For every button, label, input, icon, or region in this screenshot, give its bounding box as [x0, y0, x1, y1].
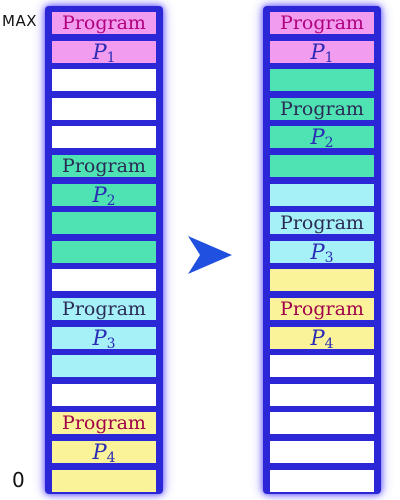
left-memory-block-9 — [52, 240, 156, 263]
left-program-label-2: Program — [62, 155, 146, 177]
left-process-letter-3: P — [92, 325, 107, 350]
right-process-letter-3: P — [310, 239, 325, 264]
max-address-label: MAX — [2, 12, 37, 30]
right-process-number-2: 2 — [324, 135, 334, 152]
left-process-number-3: 3 — [106, 335, 116, 352]
left-process-letter-1: P — [92, 39, 107, 64]
left-process-label-1: P1 — [45, 39, 163, 66]
right-memory-block-7 — [270, 183, 374, 206]
left-memory-block-11 — [52, 298, 156, 320]
right-process-label-4: P4 — [263, 325, 381, 352]
left-memory-block-17 — [52, 469, 156, 492]
right-memory-block-6 — [270, 155, 374, 177]
right-arrow-icon — [188, 236, 232, 274]
left-program-label-3: Program — [62, 298, 146, 320]
right-process-letter-4: P — [310, 325, 325, 350]
left-process-letter-4: P — [92, 440, 107, 464]
right-process-number-3: 3 — [324, 249, 334, 266]
zero-address-label: 0 — [12, 468, 26, 492]
left-process-label-4: P4 — [45, 440, 163, 466]
right-memory-block-17 — [270, 469, 374, 492]
left-memory-block-2 — [52, 40, 156, 63]
right-memory-block-5 — [270, 126, 374, 149]
left-process-letter-2: P — [92, 182, 107, 207]
right-process-label-2: P2 — [263, 125, 381, 152]
left-process-label-2: P2 — [45, 182, 163, 209]
left-memory-block-16 — [52, 441, 156, 463]
left-memory-block-15 — [52, 412, 156, 435]
left-memory-block-1 — [52, 12, 156, 34]
right-memory-block-1 — [270, 12, 374, 34]
right-process-label-3: P3 — [263, 239, 381, 266]
right-memory-block-12 — [270, 326, 374, 349]
left-program-label-4: Program — [62, 412, 146, 435]
right-program-label-2: Program — [280, 97, 364, 120]
left-memory-block-5 — [52, 126, 156, 149]
left-memory-block-8 — [52, 212, 156, 235]
right-program-label-4: Program — [280, 298, 364, 320]
right-memory-block-11 — [270, 298, 374, 320]
right-process-number-4: 4 — [324, 335, 334, 352]
left-memory-block-12 — [52, 326, 156, 349]
left-memory-block-13 — [52, 355, 156, 378]
left-process-number-1: 1 — [106, 49, 116, 66]
left-process-number-4: 4 — [106, 450, 116, 466]
right-memory-block-8 — [270, 212, 374, 235]
right-process-number-1: 1 — [324, 49, 334, 66]
right-memory-block-9 — [270, 240, 374, 263]
right-memory-block-4 — [270, 97, 374, 120]
right-process-letter-1: P — [310, 39, 325, 64]
right-memory-block-3 — [270, 69, 374, 92]
right-memory-block-2 — [270, 40, 374, 63]
right-process-letter-2: P — [310, 125, 325, 150]
left-memory-block-3 — [52, 69, 156, 92]
left-memory-block-6 — [52, 155, 156, 177]
left-process-label-3: P3 — [45, 325, 163, 352]
right-memory-block-10 — [270, 269, 374, 292]
left-memory-block-10 — [52, 269, 156, 292]
right-memory-block-15 — [270, 412, 374, 435]
right-process-label-1: P1 — [263, 39, 381, 66]
right-program-label-3: Program — [280, 212, 364, 235]
right-program-label-1: Program — [280, 12, 364, 34]
left-memory-block-7 — [52, 183, 156, 206]
right-memory-block-13 — [270, 355, 374, 378]
left-process-number-2: 2 — [106, 192, 116, 209]
left-memory-block-14 — [52, 383, 156, 406]
left-program-label-1: Program — [62, 12, 146, 34]
right-memory-block-16 — [270, 441, 374, 463]
right-memory-block-14 — [270, 383, 374, 406]
left-memory-block-4 — [52, 97, 156, 120]
